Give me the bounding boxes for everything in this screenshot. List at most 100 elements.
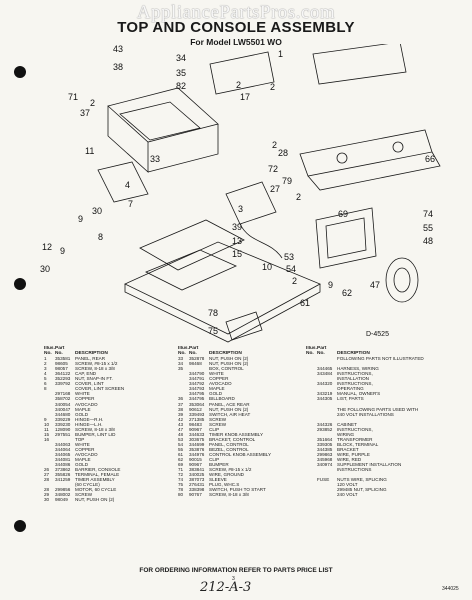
part-description: THE FOLLOWING PARTS USED WITH [337,406,419,412]
part-number: 271385 [189,416,205,422]
part-number: 344699 [189,441,205,447]
part-description: BOX, CONTROL [209,366,244,372]
part-description: NUTS WIRE, SPLICING [337,477,387,483]
part-number: 344976 [189,451,205,457]
part-number: 340974 [317,462,333,468]
part-number: 128090 [55,426,71,432]
part-number: 351664 [317,436,333,442]
callout-label: 15 [232,249,242,259]
illus-number: 10 [44,421,50,427]
callout-label: 62 [342,288,352,298]
part-description: WHITE [75,441,90,447]
callout-label: 27 [270,184,280,194]
part-description: MAPLE [75,406,91,412]
parts-list-row: ​​WIRING [306,432,457,437]
part-description: AVOCADO [75,401,98,407]
callout-label: 47 [370,280,380,290]
illus-number: 62 [178,457,184,463]
part-number: 344064 [55,446,71,452]
callout-label: 35 [176,68,186,78]
part-description: BRACKET [337,446,359,452]
illus-number: 11 [44,426,49,432]
part-number: 344305 [317,396,333,402]
billboard-shape [312,44,407,85]
part-description: CABINET [337,421,357,427]
part-description: AVOCADO [75,451,98,457]
part-number: 383841 [189,467,205,473]
part-number: 339230 [55,421,71,427]
part-description: TIMER ASSEMBLY [75,477,115,483]
callout-label: 2 [236,80,241,90]
watermark-text: AppliancePartsPros.com [136,2,336,23]
part-description: SCREW, 8-18 x 3/8 [75,366,115,372]
part-number: 343484 [317,371,333,377]
callout-label: 82 [176,81,186,91]
part-number: 299863 [317,451,333,457]
illus-number: 6 [44,381,47,387]
illus-number: 4 [44,371,47,377]
header-part: Part [55,346,65,351]
parts-list-row: 16​TOP [44,437,170,442]
illus-number: ​ [306,492,317,497]
illus-number: 35 [178,366,184,372]
illus-number: 38 [178,406,184,412]
part-description: TERMINAL, FEMALE [75,472,120,478]
illus-number: 30 [44,497,50,503]
part-description: SUPPLEMENT INSTALLATION [337,462,402,468]
part-description: 240 VOLT [337,492,358,498]
illus-number: 80 [178,492,184,498]
model-subtitle: For Model LW5501 WO [190,37,282,47]
illus-number: 15 [44,431,50,437]
callout-label: 30 [40,264,50,274]
timer-knob-shape [385,257,419,303]
part-description: HINGE—R.H. [75,416,104,422]
part-number: 98049 [55,497,68,503]
part-description: SCREW, #8-15 x 1/2 [75,361,118,367]
part-number: 344791 [189,376,205,382]
illus-number: 28 [44,477,50,483]
part-description: BARRIER, CONSOLE [75,467,121,473]
callout-label: 75 [208,326,218,336]
part-description: GOLD [75,411,89,417]
part-description: BRACKET, CONTROL [209,436,256,442]
callout-label: 2 [272,140,277,150]
part-number: 344326 [317,421,333,427]
part-number: 352878 [189,356,205,362]
illus-number: 42 [178,416,184,422]
illus-number: 72 [178,472,184,478]
part-description: GOLD [75,462,89,468]
illus-number: 43 [178,421,184,427]
part-number: 364122 [55,371,71,377]
part-description: TOP [75,436,85,442]
illus-number: 5 [44,376,47,382]
part-description: PANEL, REAR [75,356,106,362]
part-number: 90612 [189,406,202,412]
callout-label: 9 [328,280,333,290]
illus-number: 28 [44,487,50,493]
parts-list-row: ​​FOLLOWING PARTS NOT ILLUSTRATED [306,356,457,361]
